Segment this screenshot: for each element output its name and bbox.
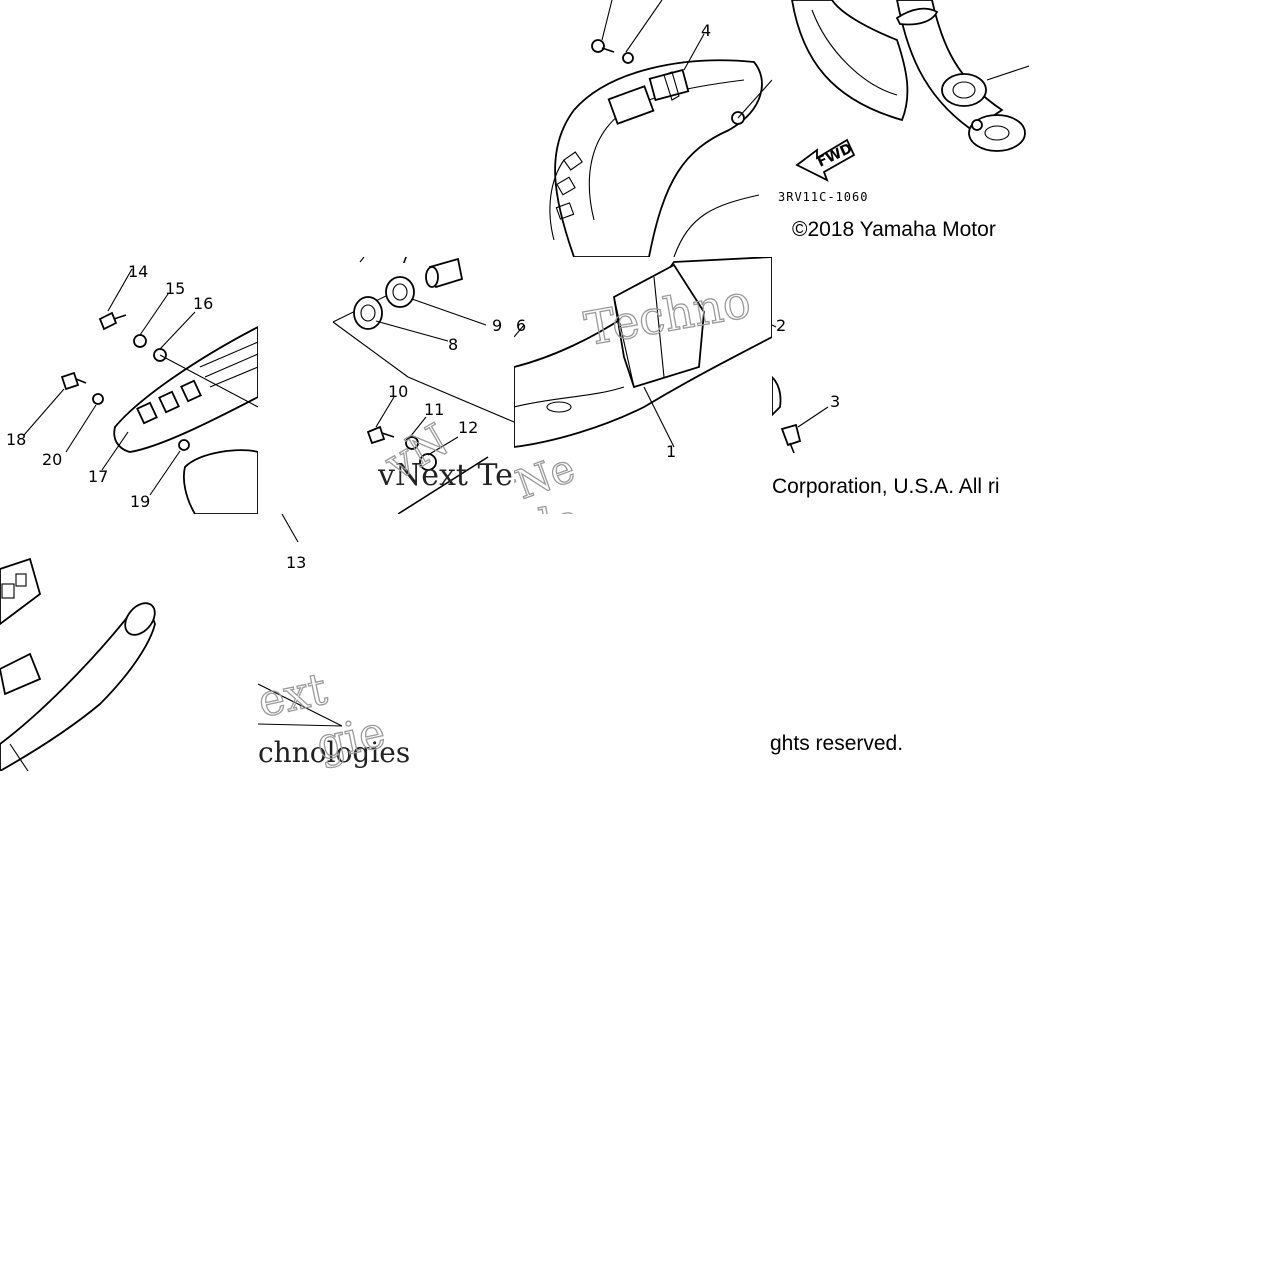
diagram-tile-bolt-3: 3 2 Corporation, U.S.A. All ri	[772, 257, 1029, 514]
copyright-line-2: Corporation, U.S.A. All ri	[772, 475, 1000, 498]
callout-3: 3	[830, 392, 840, 411]
diagram-tile-muffler: 1 6 Techno vNe olo	[514, 257, 772, 514]
callout-18: 18	[6, 430, 26, 449]
callout-10: 10	[388, 382, 408, 401]
copyright-line-3: ghts reserved.	[770, 732, 904, 755]
watermark-chnologies: chnologies	[258, 736, 410, 769]
callout-6: 6	[516, 316, 526, 335]
callout-4: 4	[701, 21, 711, 40]
callout-14: 14	[128, 262, 148, 281]
diagram-code: 3RV11C-1060	[778, 190, 868, 204]
callout-19: 19	[130, 492, 150, 511]
callout-20: 20	[42, 450, 62, 469]
diagram-tile-exhaust-pipe: FWD 3RV11C-1060 ©2018 Yamaha Motor	[772, 0, 1029, 257]
diagram-tile-heat-shield: 4	[514, 0, 772, 257]
callout-2: 2	[776, 316, 786, 335]
callout-15: 15	[165, 279, 185, 298]
diagram-tile-muffler-end	[0, 514, 258, 771]
diagram-tile-joint-parts: 5 7 8 9 10 11 12 vNext Te vN	[258, 257, 514, 514]
callout-1: 1	[666, 442, 676, 461]
callout-8: 8	[448, 335, 458, 354]
callout-11: 11	[424, 400, 444, 419]
diagram-tile-callout-13: 13 ext chnologies gie	[258, 514, 420, 771]
fwd-arrow-icon	[795, 138, 856, 182]
diagram-tile-side-cover: 14 15 16 17 18 19 20	[0, 257, 258, 514]
copyright-line-1: ©2018 Yamaha Motor	[792, 218, 996, 241]
callout-12: 12	[458, 418, 478, 437]
callout-5: 5	[358, 257, 368, 259]
callout-13: 13	[286, 553, 306, 572]
callout-17: 17	[88, 467, 108, 486]
callout-16: 16	[193, 294, 213, 313]
callout-9: 9	[492, 316, 502, 335]
watermark-ext: ext	[258, 664, 332, 728]
callout-7: 7	[400, 257, 410, 267]
watermark-vnext: vNext Te	[377, 458, 513, 493]
